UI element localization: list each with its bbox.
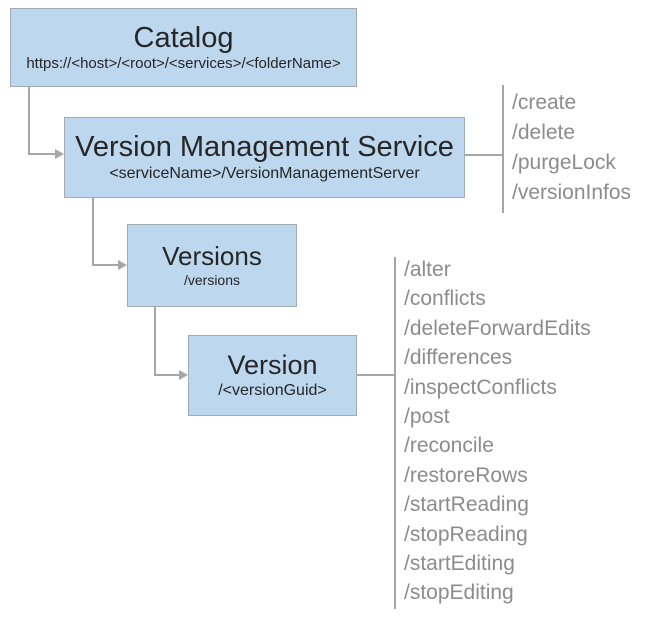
operation-create: /create	[512, 91, 577, 114]
operation-versioninfos: /versionInfos	[512, 181, 632, 204]
connector-versions-version-horizontal	[154, 374, 180, 376]
version-operations-bracket-line	[394, 257, 396, 609]
operation-reconcile: /reconcile	[404, 434, 494, 458]
vms-operations-bracket-line	[502, 85, 504, 213]
operation-startediting: /startEditing	[404, 551, 515, 575]
connector-vms-versions-vertical	[92, 198, 94, 266]
operation-conflicts: /conflicts	[404, 287, 486, 311]
connector-version-operations	[357, 374, 395, 376]
arrow-right-icon	[179, 370, 188, 380]
connector-catalog-vms-horizontal	[28, 153, 56, 155]
operation-purgelock: /purgeLock	[512, 151, 616, 174]
connector-vms-operations	[465, 154, 503, 156]
connector-vms-versions-horizontal	[92, 264, 119, 266]
operation-alter: /alter	[404, 258, 451, 281]
operation-post: /post	[404, 404, 450, 428]
operation-stopreading: /stopReading	[404, 522, 528, 546]
operation-restorerows: /restoreRows	[404, 463, 528, 487]
connector-versions-version-vertical	[154, 307, 156, 376]
operation-stopediting: /stopEditing	[404, 581, 514, 605]
arrow-right-icon	[55, 149, 64, 159]
version-operations-list: /alter /conflicts /deleteForwardEdits /d…	[404, 255, 591, 608]
version-url-pattern: /<versionGuid>	[218, 382, 327, 400]
vms-url-pattern: <serviceName>/VersionManagementServer	[109, 165, 420, 183]
vms-title: Version Management Service	[75, 130, 454, 163]
arrow-right-icon	[118, 260, 127, 270]
version-title: Version	[227, 350, 318, 381]
node-version-management-service: Version Management Service <serviceName>…	[64, 117, 465, 198]
connector-catalog-vms-vertical	[28, 87, 30, 155]
node-version: Version /<versionGuid>	[188, 335, 357, 416]
operation-inspectconflicts: /inspectConflicts	[404, 375, 557, 399]
operation-deleteforwardedits: /deleteForwardEdits	[404, 316, 591, 340]
catalog-title: Catalog	[133, 21, 234, 54]
node-catalog: Catalog https://<host>/<root>/<services>…	[10, 8, 357, 87]
operation-delete: /delete	[512, 121, 576, 144]
operation-startreading: /startReading	[404, 493, 529, 517]
vms-operations-list: /create /delete /purgeLock /versionInfos	[512, 88, 631, 208]
versions-url-pattern: /versions	[183, 271, 241, 288]
node-versions: Versions /versions	[127, 224, 297, 307]
versions-title: Versions	[162, 240, 262, 271]
operation-differences: /differences	[404, 346, 513, 370]
catalog-url-pattern: https://<host>/<root>/<services>/<folder…	[26, 54, 341, 72]
